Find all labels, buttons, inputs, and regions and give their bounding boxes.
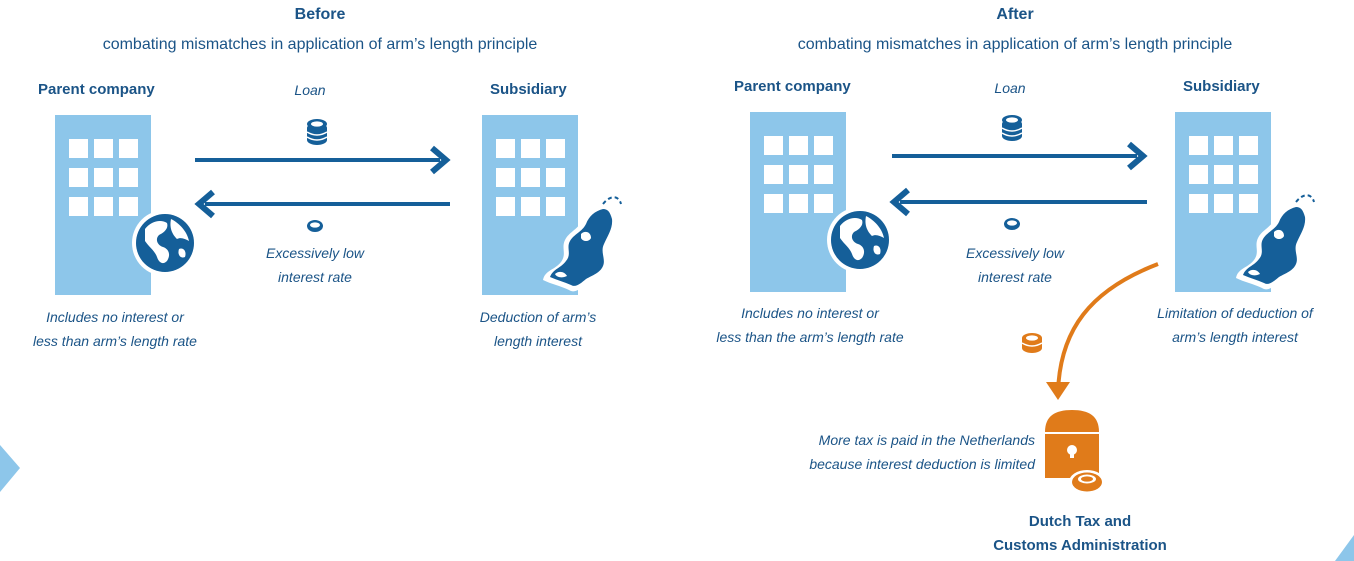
- after-parent-note-2: less than the arm’s length rate: [716, 329, 904, 345]
- before-loan-label: Loan: [294, 82, 326, 98]
- authority-label-2: Customs Administration: [993, 537, 1167, 554]
- before-arrow-right-icon: [195, 145, 451, 175]
- tax-note-2: because interest deduction is limited: [809, 456, 1035, 472]
- after-coin-stack-icon: [1001, 114, 1023, 142]
- before-subsidiary-label: Subsidiary: [490, 81, 567, 98]
- after-loan-label: Loan: [994, 80, 1026, 96]
- after-coin-icon: [1004, 218, 1020, 230]
- tax-note-1: More tax is paid in the Netherlands: [818, 432, 1035, 448]
- authority-label-1: Dutch Tax and: [1028, 513, 1132, 530]
- before-rate-label-2: interest rate: [278, 269, 352, 285]
- before-rate-label-1: Excessively low: [265, 245, 365, 261]
- before-parent-building-icon: [55, 115, 151, 295]
- before-subsidiary-note-2: length interest: [494, 333, 582, 349]
- before-subtitle: combating mismatches in application of a…: [102, 36, 538, 53]
- before-title: Before: [294, 6, 346, 23]
- before-coin-icon: [307, 220, 323, 232]
- after-title: After: [996, 6, 1034, 23]
- before-subsidiary-note-1: Deduction of arm’s: [479, 309, 597, 325]
- after-arrow-right-icon: [892, 141, 1148, 171]
- curved-arrow-icon: [1046, 262, 1159, 400]
- after-rate-label-2: interest rate: [978, 269, 1052, 285]
- before-parent-label: Parent company: [38, 81, 155, 98]
- after-subsidiary-note-1: Limitation of deduction of: [1157, 305, 1313, 321]
- before-parent-note-1: Includes no interest or: [46, 309, 184, 325]
- decor-triangle-right: [1335, 535, 1354, 561]
- before-coin-stack-icon: [306, 118, 328, 146]
- before-parent-note-2: less than arm’s length rate: [33, 333, 197, 349]
- after-rate-label-1: Excessively low: [965, 245, 1065, 261]
- after-parent-label: Parent company: [734, 78, 851, 95]
- orange-coin-stack-icon: [1021, 333, 1043, 353]
- after-globe-icon: [827, 207, 893, 273]
- before-globe-icon: [132, 210, 198, 276]
- before-arrow-left-icon: [194, 189, 450, 219]
- after-subtitle: combating mismatches in application of a…: [797, 36, 1233, 53]
- treasure-chest-icon: [1045, 410, 1105, 494]
- after-arrow-left-icon: [889, 187, 1147, 217]
- after-subsidiary-note-2: arm’s length interest: [1172, 329, 1298, 345]
- after-parent-note-1: Includes no interest or: [741, 305, 879, 321]
- after-subsidiary-label: Subsidiary: [1183, 78, 1260, 95]
- after-parent-building-icon: [750, 112, 846, 292]
- decor-triangle-left: [0, 445, 20, 492]
